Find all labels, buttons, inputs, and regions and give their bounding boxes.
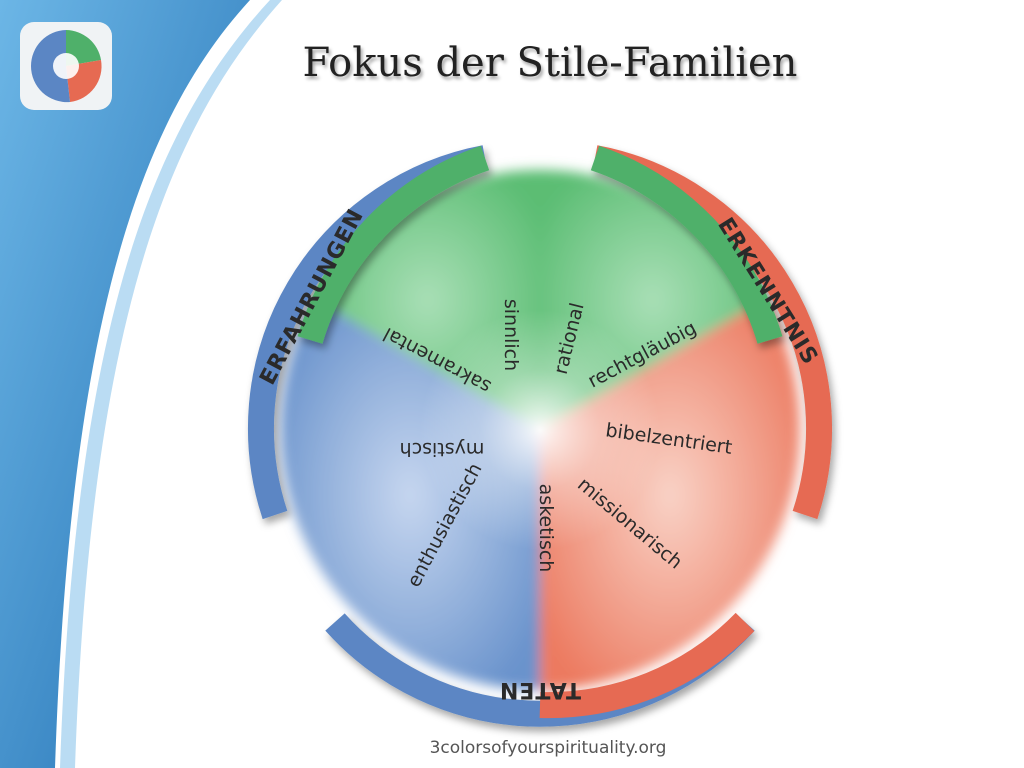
style-label-asketisch: asketisch xyxy=(535,484,557,573)
style-label-sinnlich: sinnlich xyxy=(500,299,522,371)
footer-url: 3colorsofyourspirituality.org xyxy=(429,738,667,758)
logo-icon xyxy=(20,22,112,110)
left-band xyxy=(0,0,250,768)
page-title: Fokus der Stile-Familien xyxy=(302,40,798,86)
family-label-erkenntnis: ERKENNTNIS xyxy=(712,214,822,370)
style-label-bibelzentriert: bibelzentriert xyxy=(604,419,733,459)
left-band-highlight xyxy=(60,0,282,768)
style-label-rechtglaeubig: rechtgläubig xyxy=(584,317,700,393)
style-label-sakramental: sakramental xyxy=(380,323,495,398)
style-label-rational: rational xyxy=(550,301,589,377)
family-label-taten: TATEN xyxy=(499,677,581,702)
style-label-missionarisch: missionarisch xyxy=(573,473,686,573)
wheel-center-glow xyxy=(420,310,660,550)
style-label-enthusiastisch: enthusiastisch xyxy=(403,459,487,590)
style-label-mystisch: mystisch xyxy=(400,438,485,460)
family-label-erfahrungen: ERFAHRUNGEN xyxy=(255,205,369,389)
wheel-ring xyxy=(248,145,832,727)
